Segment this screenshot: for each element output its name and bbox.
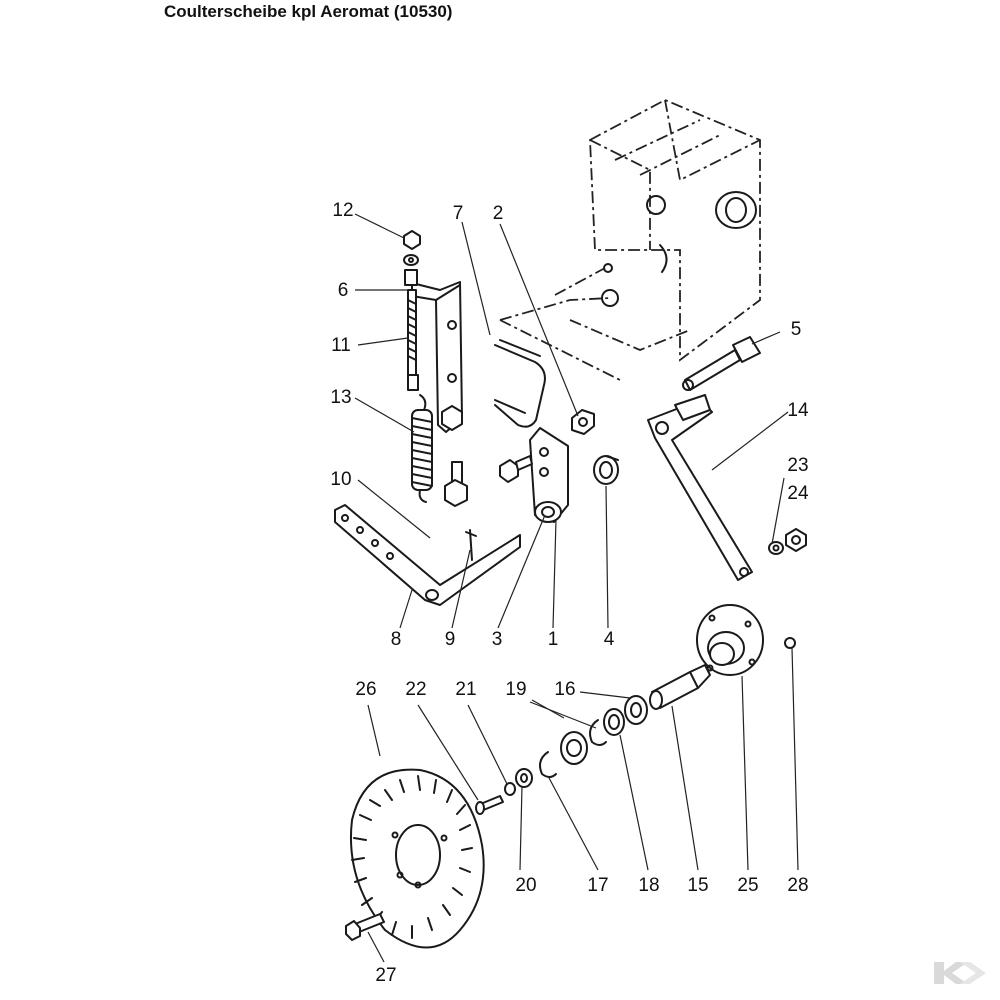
leader-lines	[354, 213, 799, 963]
callout-26: 26	[355, 679, 376, 700]
callout-28: 28	[787, 875, 808, 896]
callout-15: 15	[687, 875, 708, 896]
part-3-bolt	[499, 455, 533, 483]
part-16-bearing-lower	[560, 731, 588, 765]
callout-19: 19	[505, 679, 526, 700]
part-17-circlip	[539, 751, 557, 778]
part-18-bearing	[603, 708, 625, 736]
part-27-bolt	[345, 913, 385, 941]
part-23-24-nut-washer	[768, 528, 807, 555]
part-11-threaded-rod	[407, 289, 419, 391]
brand-logo-icon	[934, 962, 986, 984]
callout-labels: 12 7 2 6 11 5 13 14 23 10 24 8 9 3 1 4 2…	[330, 200, 809, 986]
callout-25: 25	[737, 875, 758, 896]
part-22-bolt	[475, 795, 504, 815]
callout-20: 20	[515, 875, 536, 896]
part-19-circlip-upper	[589, 719, 607, 746]
callout-24: 24	[787, 483, 809, 504]
callout-1: 1	[548, 629, 559, 650]
callout-11: 11	[331, 335, 351, 356]
part-10-bolt	[444, 461, 468, 507]
callout-27: 27	[375, 965, 396, 986]
callout-18: 18	[638, 875, 659, 896]
frame-bracket	[499, 99, 761, 381]
part-12-nut	[403, 230, 421, 286]
callout-23: 23	[787, 455, 808, 476]
callout-9: 9	[445, 629, 456, 650]
part-20-washer	[515, 768, 533, 788]
part-9-pin	[465, 529, 477, 561]
part-28-nut	[784, 637, 796, 649]
part-14-arm	[647, 394, 753, 581]
callout-4: 4	[604, 629, 615, 650]
part-6-bracket	[411, 281, 463, 433]
page-title: Coulterscheibe kpl Aeromat (10530)	[164, 2, 453, 21]
callout-8: 8	[391, 629, 402, 650]
part-5-bolt	[682, 336, 761, 391]
part-13-spring	[411, 394, 433, 503]
part-7-u-bolt	[494, 339, 546, 428]
callout-14: 14	[787, 400, 809, 421]
part-26-coulter-disc	[349, 768, 485, 949]
part-4-bushing	[593, 455, 619, 485]
callout-6: 6	[338, 280, 349, 301]
callout-10: 10	[330, 469, 351, 490]
callout-16: 16	[554, 679, 575, 700]
callout-12: 12	[332, 200, 353, 221]
part-8-lever	[334, 504, 521, 606]
callout-3: 3	[492, 629, 503, 650]
part-25-hub	[696, 604, 764, 676]
part-21-nut	[504, 782, 516, 796]
callout-13: 13	[330, 387, 351, 408]
part-2-nut	[571, 409, 595, 435]
callout-21: 21	[455, 679, 476, 700]
callout-2: 2	[493, 203, 504, 224]
callout-17: 17	[587, 875, 608, 896]
callout-7: 7	[453, 203, 464, 224]
part-16-bearing	[624, 695, 648, 725]
part-15-shaft	[649, 664, 711, 710]
callout-22: 22	[405, 679, 426, 700]
part-1-plate	[529, 427, 569, 523]
callout-5: 5	[791, 319, 802, 340]
